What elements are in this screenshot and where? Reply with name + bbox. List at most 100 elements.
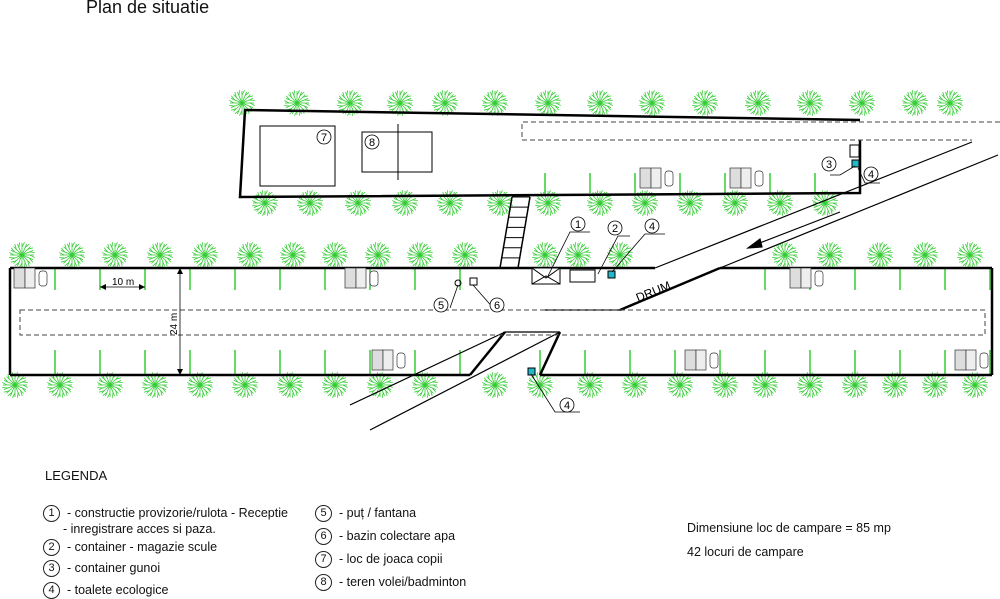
tree-icon <box>667 372 693 398</box>
svg-text:8: 8 <box>369 137 375 149</box>
tree-icon <box>345 190 371 216</box>
legend-item-2: 2- container - magazie scule <box>43 539 217 556</box>
svg-text:3: 3 <box>826 159 832 171</box>
legend-item-6: 6- bazin colectare apa <box>315 528 455 545</box>
facilities <box>259 124 860 376</box>
tree-icon <box>722 190 748 216</box>
svg-text:4: 4 <box>649 221 655 233</box>
toilet <box>607 270 616 279</box>
dimension-arrows <box>100 268 183 375</box>
caravan-pitch-icon <box>639 167 674 189</box>
tree-icon <box>102 242 128 268</box>
tree-icon <box>867 242 893 268</box>
tree-icon <box>532 242 558 268</box>
svg-text:1: 1 <box>575 219 581 231</box>
tree-icon <box>392 190 418 216</box>
water-tank <box>469 277 478 286</box>
tree-icon <box>482 372 508 398</box>
tree-icon <box>535 190 561 216</box>
legend-heading: LEGENDA <box>45 468 108 483</box>
page-title: Plan de situatie <box>86 0 210 17</box>
pitch-dividers <box>54 173 991 375</box>
caravan-pitch-icon <box>684 349 719 371</box>
leaders <box>100 165 880 413</box>
tree-icon <box>437 190 463 216</box>
legend-item-3: 3- container gunoi <box>43 560 160 577</box>
tree-icon <box>692 90 718 116</box>
tree-icon <box>902 90 928 116</box>
tree-icon <box>482 90 508 116</box>
svg-text:4: 4 <box>868 169 874 181</box>
marker-4: 4 <box>863 166 879 182</box>
tree-icon <box>59 242 85 268</box>
marker-4: 4 <box>644 218 660 234</box>
trees <box>2 90 988 398</box>
tree-icon <box>817 242 843 268</box>
legend-item-7: 7- loc de joaca copii <box>315 551 443 568</box>
footbridge <box>499 196 531 269</box>
tree-icon <box>407 242 433 268</box>
direction-arrow <box>751 211 841 247</box>
caravan-pitch-icon <box>954 349 989 371</box>
dim-depth-label: 24 m <box>169 313 180 335</box>
marker-6: 6 <box>489 297 505 313</box>
pitch-count-note: 42 locuri de campare <box>687 545 804 559</box>
caravan-pitch-icon <box>344 267 379 289</box>
pitch-size-note: Dimensiune loc de campare = 85 mp <box>687 521 891 535</box>
legend-item-8: 8- teren volei/badminton <box>315 574 466 591</box>
tree-icon <box>639 90 665 116</box>
tree-icon <box>297 190 323 216</box>
tree-icon <box>535 90 561 116</box>
tree-icon <box>280 242 306 268</box>
road-label: DRUM <box>634 278 673 304</box>
upper-area-boundary <box>238 108 862 199</box>
tree-icon <box>322 372 348 398</box>
toilet <box>851 159 860 168</box>
tree-icon <box>365 242 391 268</box>
tree-icon <box>849 90 875 116</box>
tree-icon <box>587 90 613 116</box>
tree-icon <box>147 242 173 268</box>
tree-icon <box>565 242 591 268</box>
svg-text:6: 6 <box>494 300 500 312</box>
tool-container <box>569 269 596 283</box>
tree-icon <box>797 372 823 398</box>
tree-icon <box>367 372 393 398</box>
legend-item-4: 4- toalete ecologice <box>43 582 168 599</box>
tree-icon <box>192 242 218 268</box>
pitch-units <box>13 167 989 371</box>
tree-icon <box>229 90 255 116</box>
tree-icon <box>772 242 798 268</box>
marker-8: 8 <box>364 134 380 150</box>
tree-icon <box>797 90 823 116</box>
dim-width-label: 10 m <box>112 277 134 288</box>
svg-text:4: 4 <box>564 400 570 412</box>
tree-icon <box>937 90 963 116</box>
tree-icon <box>277 372 303 398</box>
marker-7: 7 <box>316 129 332 145</box>
tree-icon <box>232 372 258 398</box>
tree-icon <box>322 242 348 268</box>
dashed-lanes <box>19 121 1000 336</box>
svg-text:5: 5 <box>438 300 444 312</box>
trash-container <box>849 144 860 158</box>
legend-item-1: 1- constructie provizorie/rulota - Recep… <box>43 505 288 536</box>
legend-item-5: 5- puț / fantana <box>315 505 416 522</box>
marker-1: 1 <box>570 216 586 232</box>
tree-icon <box>452 242 478 268</box>
caravan-pitch-icon <box>13 267 48 289</box>
road <box>349 141 999 431</box>
marker-5: 5 <box>433 297 449 313</box>
toilet <box>527 367 536 376</box>
tree-icon <box>9 242 35 268</box>
tree-icon <box>607 242 633 268</box>
tree-icon <box>912 242 938 268</box>
svg-text:2: 2 <box>612 223 618 235</box>
tree-icon <box>745 90 771 116</box>
tree-icon <box>237 242 263 268</box>
tree-icon <box>957 242 983 268</box>
numbered-markers: 1 2 4 3 4 4 5 6 7 8 <box>316 129 879 413</box>
caravan-pitch-icon <box>789 267 824 289</box>
caravan-pitch-icon <box>729 167 764 189</box>
